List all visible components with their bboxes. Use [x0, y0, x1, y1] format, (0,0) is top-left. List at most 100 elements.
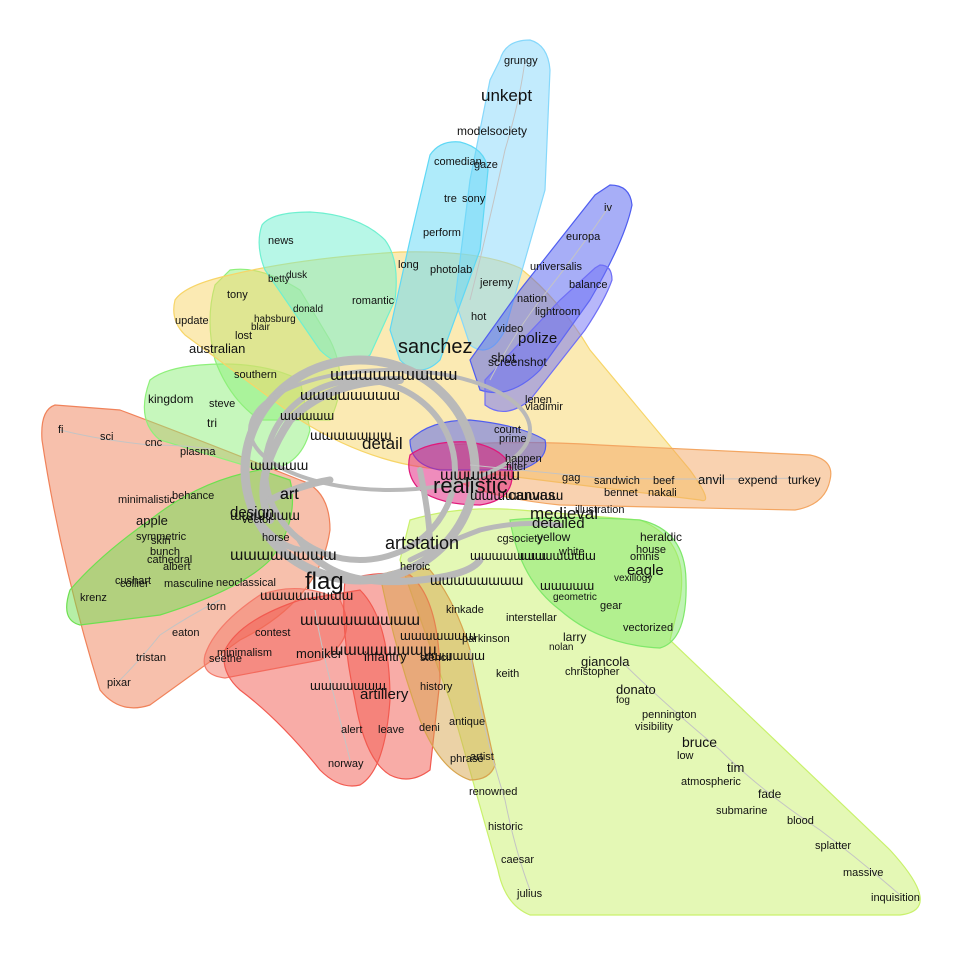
word: kingdom	[148, 392, 193, 406]
word: interstellar	[506, 612, 557, 624]
word: cushart	[115, 575, 151, 587]
word: detailed	[532, 515, 585, 532]
hub-word-art-foreground: art	[280, 486, 299, 503]
word: filter	[506, 461, 527, 473]
word: balance	[569, 279, 608, 291]
word: vladimir	[525, 401, 563, 413]
edge-bundle-right	[417, 467, 433, 548]
word: heroic	[400, 561, 430, 573]
edge-tail-skyblue	[469, 59, 526, 301]
edge-bundle-design	[252, 512, 303, 553]
word: gear	[600, 600, 622, 612]
hull-blue-right-2	[484, 264, 613, 412]
word: tre	[444, 193, 457, 205]
edge-bundle-left	[259, 376, 404, 524]
svg-text:ɯɯɯɯɯɯɯ: ɯɯɯɯɯɯɯ	[520, 548, 596, 563]
word: sandwich	[594, 475, 640, 487]
word: norway	[328, 758, 364, 770]
word: vector	[242, 514, 272, 526]
svg-text:ɯɯɯɯɯɯɯ: ɯɯɯɯɯɯɯ	[400, 628, 476, 643]
word: tony	[227, 289, 248, 301]
word: submarine	[716, 805, 767, 817]
word: australian	[189, 341, 245, 356]
word: europa	[566, 231, 601, 243]
cluster-hulls	[41, 39, 921, 916]
word: omnis	[630, 551, 660, 563]
word: christopher	[565, 666, 620, 678]
word: grungy	[504, 55, 538, 67]
word: nation	[517, 293, 547, 305]
word: history	[420, 681, 453, 693]
word: caesar	[501, 854, 534, 866]
word: blood	[787, 815, 814, 827]
hub-word-detail: detail	[362, 434, 403, 453]
word: renowned	[469, 786, 517, 798]
word: steve	[209, 398, 235, 410]
word: heraldic	[640, 530, 682, 544]
word: prime	[499, 433, 527, 445]
word: eagle	[627, 562, 664, 579]
word: skin	[151, 535, 171, 547]
word: comedian	[434, 156, 482, 168]
word: expend	[738, 473, 777, 487]
hub-words: detail art design artstation flag realis…	[230, 330, 598, 595]
word: fade	[758, 787, 782, 801]
word: bruce	[682, 734, 717, 750]
word: count	[494, 424, 521, 436]
word: bunch	[150, 546, 180, 558]
word: cathedral	[147, 554, 192, 566]
word: jeremy	[479, 277, 514, 289]
word: lenen	[525, 394, 552, 406]
edge-tail-right	[619, 659, 901, 896]
edge-tail-orange	[469, 464, 801, 480]
word: photolab	[430, 264, 472, 276]
word: lost	[235, 330, 252, 342]
word: krenz	[80, 592, 107, 604]
svg-text:ɯɯɯɯɯɯɯɯ: ɯɯɯɯɯɯɯɯ	[300, 387, 400, 404]
word: pennington	[642, 709, 696, 721]
word: unkept	[481, 86, 532, 105]
word: masculine	[164, 578, 214, 590]
word: nakali	[648, 487, 677, 499]
word: habsburg	[254, 314, 296, 325]
word: historic	[488, 821, 523, 833]
svg-text:ɯɯɯɯɯɯɯ: ɯɯɯɯɯɯɯ	[310, 427, 392, 443]
word: albert	[163, 561, 191, 573]
word: alert	[341, 724, 362, 736]
word: geometric	[553, 592, 597, 603]
word: symmetric	[136, 531, 187, 543]
word: news	[268, 235, 294, 247]
word: parkinson	[462, 633, 510, 645]
hull-green-bottom	[509, 516, 687, 649]
word: canvas	[508, 487, 556, 504]
word: keith	[496, 668, 519, 680]
svg-text:ɯɯɯɯɯɯ: ɯɯɯɯɯɯ	[420, 648, 485, 663]
word: long	[398, 259, 419, 271]
word: neoclassical	[216, 577, 276, 589]
hub-word-sanchez: sanchez	[398, 336, 473, 358]
hull-skyblue-top	[454, 39, 551, 351]
edge-tail-left	[59, 429, 216, 451]
svg-text:ɯɯɯɯɯɯ: ɯɯɯɯɯɯ	[440, 467, 520, 484]
word: julius	[516, 888, 543, 900]
hub-word-medieval: medieval	[530, 504, 598, 523]
word: southern	[234, 369, 277, 381]
word: yellow	[537, 530, 571, 544]
svg-text:ɯɯɯɯɯɯɯ: ɯɯɯɯɯɯɯ	[310, 678, 386, 693]
hub-word-polize: polize	[518, 330, 557, 347]
word: infantry	[364, 649, 407, 664]
word: nolan	[549, 642, 573, 653]
word: illustration	[575, 504, 625, 516]
word: cnc	[145, 437, 163, 449]
word: kinkade	[446, 604, 484, 616]
word: hot	[471, 311, 486, 323]
word: collier	[120, 578, 149, 590]
word: cgsociety	[497, 533, 543, 545]
svg-text:ɯɯɯɯɯ: ɯɯɯɯɯ	[250, 457, 308, 473]
word: fog	[616, 695, 630, 706]
hub-word-flag: flag	[305, 568, 344, 595]
word: leave	[378, 724, 404, 736]
svg-text:ɯɯɯɯɯɯɯɯɯ: ɯɯɯɯɯɯɯɯɯ	[300, 612, 420, 629]
svg-text:ɯɯɯɯɯ: ɯɯɯɯɯ	[280, 408, 334, 423]
